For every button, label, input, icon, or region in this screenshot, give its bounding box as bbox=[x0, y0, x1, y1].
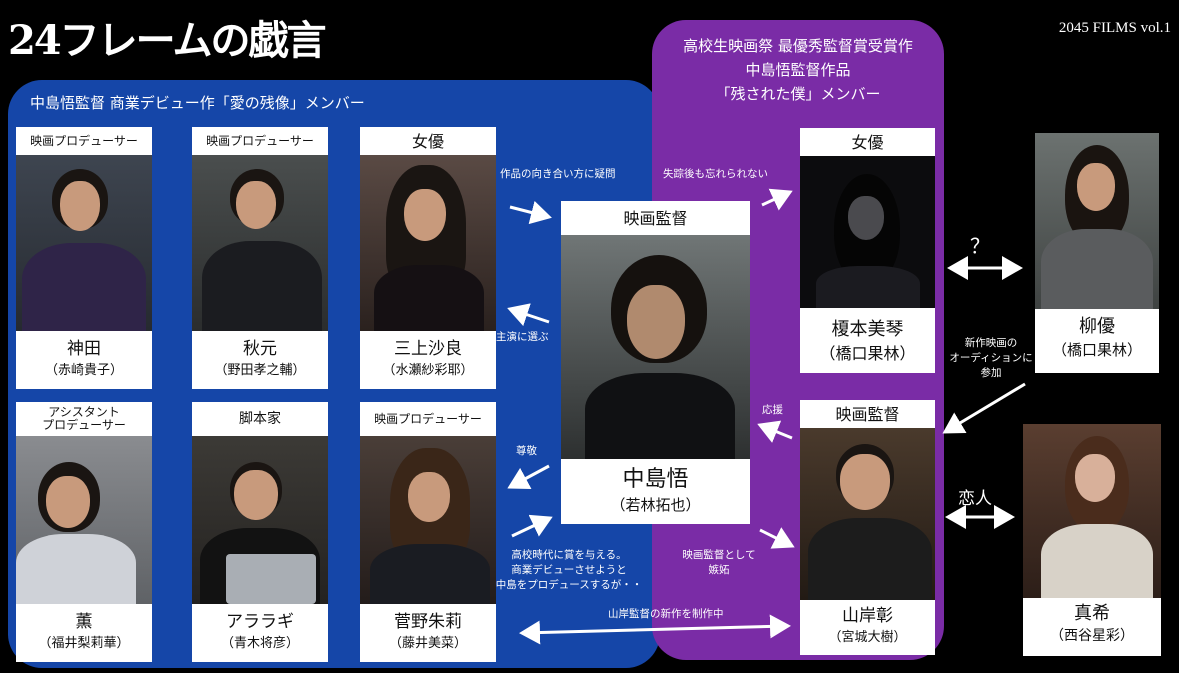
arrow-mikami-to-nakajima bbox=[510, 207, 549, 217]
arrow-nakajima-to-enomoto bbox=[762, 192, 790, 205]
arrow-sugano-to-nakajima bbox=[512, 518, 550, 536]
note-award-line-2: 商業デビューさせようと bbox=[478, 563, 660, 578]
note-support: 応援 bbox=[762, 403, 783, 418]
note-jealousy-line-1: 映画監督として bbox=[664, 548, 774, 563]
arrow-yamagishi-to-nakajima bbox=[760, 425, 792, 438]
note-award: 高校時代に賞を与える。 商業デビューさせようと 中島をプロデュースするが・・ bbox=[478, 548, 660, 593]
lovers-label: 恋人 bbox=[958, 484, 992, 509]
note-audition-line-3: 参加 bbox=[936, 366, 1046, 381]
note-award-line-3: 中島をプロデュースするが・・ bbox=[478, 578, 660, 593]
arrow-respect bbox=[510, 466, 549, 487]
arrow-nakajima-to-yamagishi bbox=[760, 530, 792, 546]
note-choose-lead: 主演に選ぶ bbox=[496, 330, 549, 345]
note-audition-line-1: 新作映画の bbox=[936, 336, 1046, 351]
note-question-direction: 作品の向き合い方に疑問 bbox=[500, 167, 616, 182]
arrow-sugano-yamagishi bbox=[522, 626, 788, 633]
note-audition-line-2: オーディションに bbox=[936, 351, 1046, 366]
note-award-line-1: 高校時代に賞を与える。 bbox=[478, 548, 660, 563]
note-audition: 新作映画の オーディションに 参加 bbox=[936, 336, 1046, 381]
note-new-work: 山岸監督の新作を制作中 bbox=[608, 607, 724, 622]
note-unforgettable: 失踪後も忘れられない bbox=[663, 167, 768, 182]
arrow-nakajima-to-mikami bbox=[510, 309, 549, 322]
question-mark-label: ？ bbox=[970, 230, 990, 259]
note-respect: 尊敬 bbox=[516, 444, 537, 459]
arrow-yanagi-to-yamagishi bbox=[945, 384, 1025, 432]
note-jealousy-line-2: 嫉妬 bbox=[664, 563, 774, 578]
note-jealousy: 映画監督として 嫉妬 bbox=[664, 548, 774, 578]
